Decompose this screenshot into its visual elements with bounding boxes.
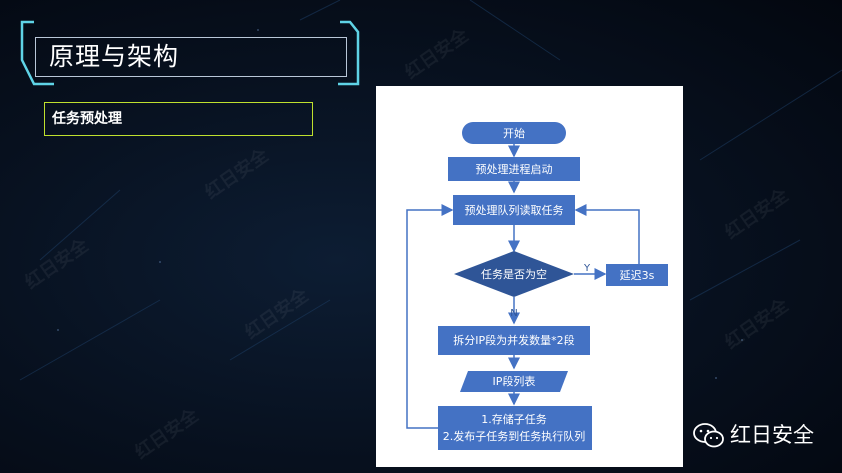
delay-box: [606, 264, 668, 286]
page-title: 原理与架构: [49, 42, 180, 71]
flowchart: 开始 预处理进程启动 预处理队列读取任务 任务是否为空 Y 延迟3s N 拆分I…: [406, 122, 668, 450]
arrow-loop-back: [406, 204, 454, 429]
flowchart-panel: 开始 预处理进程启动 预处理队列读取任务 任务是否为空 Y 延迟3s N 拆分I…: [376, 86, 683, 467]
arrow-delay-step2: [574, 204, 640, 264]
step2-label: 预处理队列读取任务: [465, 203, 564, 217]
decision-label: 任务是否为空: [481, 267, 547, 281]
step4-line1: 1.存储子任务: [481, 412, 547, 426]
decision-diamond: [454, 251, 574, 297]
data-parallelogram: [460, 371, 568, 392]
delay-label: 延迟3s: [620, 269, 655, 282]
no-label: N: [510, 308, 517, 319]
step3-label: 拆分IP段为并发数量*2段: [453, 333, 574, 347]
step1-label: 预处理进程启动: [476, 163, 553, 176]
yes-label: Y: [583, 263, 591, 274]
wechat-icon: [693, 423, 724, 448]
data-label: IP段列表: [493, 374, 536, 388]
step4-line2: 2.发布子任务到任务执行队列: [443, 429, 586, 443]
brand-name: 红日安全: [730, 423, 814, 447]
subtitle-box: [44, 102, 313, 136]
start-terminal: [462, 122, 566, 144]
title-frame-brackets: [20, 20, 360, 86]
brand-footer: 红日安全: [690, 418, 840, 452]
process-box: [453, 195, 575, 225]
start-label: 开始: [503, 126, 525, 140]
section-subtitle: 任务预处理: [52, 111, 122, 127]
process-box: [438, 326, 590, 355]
process-box: [448, 157, 580, 181]
process-box: [438, 406, 592, 450]
title-box: [35, 37, 347, 77]
